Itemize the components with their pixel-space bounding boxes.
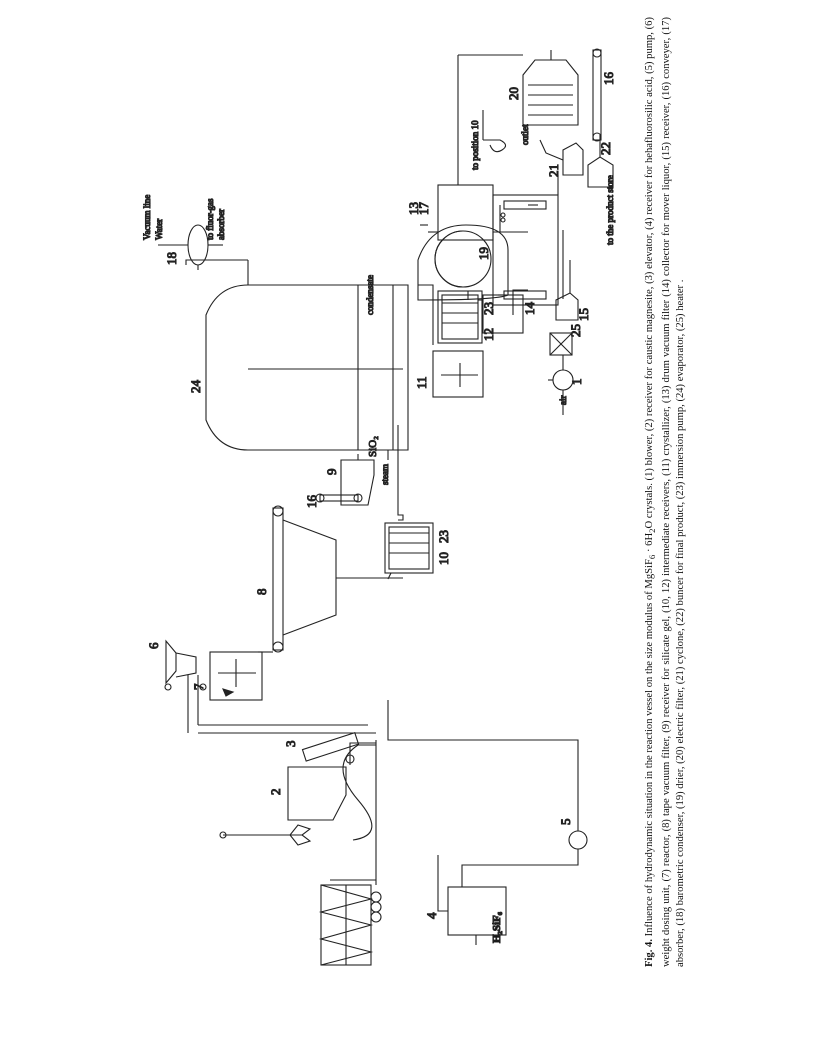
cyclone-21: [539, 139, 584, 176]
label-water: Water: [154, 219, 164, 240]
grab-crane: [219, 824, 312, 846]
intermediate-receiver-12: [437, 290, 483, 344]
caption-sub-1: 6: [647, 554, 658, 560]
evaporator-24: [185, 259, 409, 521]
conveyer-16-right: [592, 48, 602, 142]
conveyer-16-left: [315, 493, 363, 503]
electric-filter-20: [522, 50, 579, 126]
label-number-9: 9: [324, 469, 339, 476]
label-steam: steam: [380, 464, 390, 485]
intermediate-receiver-10: [384, 522, 434, 580]
figure-caption: Fig. 4. Influence of hydrodynamic situat…: [643, 17, 688, 967]
label-outlet: outlet: [520, 124, 530, 145]
label-number-24: 24: [188, 380, 203, 394]
receiver-9-silicate-gel: [340, 454, 375, 506]
caption-text-before: Influence of hydrodynamic situation in t…: [644, 559, 655, 940]
crystallizer-11: [418, 284, 484, 398]
label-number-13: 13: [406, 202, 421, 215]
label-number-21: 21: [546, 164, 561, 177]
label-number-8: 8: [254, 589, 269, 596]
receiver-4-hexafluorosilicic-acid: [437, 855, 507, 945]
label-number-19: 19: [476, 247, 491, 260]
figure-sheet: 4 5 2 3 6 7 8 10 23 9 16 24 18 11 12 23 …: [58, 5, 758, 1005]
label-to-position-10: to position 10: [470, 120, 480, 170]
label-number-3: 3: [283, 741, 298, 748]
process-flow-diagram: 4 5 2 3 6 7 8 10 23 9 16 24 18 11 12 23 …: [141, 48, 617, 966]
label-sio2: SiO₂: [367, 436, 379, 457]
process-lines: [420, 54, 559, 226]
receiver-15: [555, 230, 579, 321]
bunker-22: [587, 135, 614, 188]
elevator-3: [301, 731, 376, 765]
label-number-5: 5: [558, 819, 573, 826]
label-number-25: 25: [568, 324, 583, 337]
label-number-22: 22: [598, 142, 613, 155]
label-number-1: 1: [569, 379, 584, 386]
absorber-17: [428, 184, 538, 241]
receiver-2-caustic-magnesite: [287, 744, 376, 841]
label-number-16b: 16: [601, 72, 616, 86]
drier-19: [492, 194, 559, 306]
label-air: air: [558, 396, 568, 406]
label-number-12: 12: [481, 328, 496, 341]
reactor-7: [209, 651, 263, 701]
label-number-11: 11: [414, 376, 429, 389]
label-number-10: 10: [436, 552, 451, 565]
blower-1: [548, 355, 574, 415]
label-absorber: absorber: [216, 209, 226, 240]
label-number-14: 14: [522, 302, 537, 316]
label-h2sif6: H₂SiF₆: [491, 911, 503, 943]
label-number-23a: 23: [436, 530, 451, 543]
weight-dosing-unit-6: [164, 639, 207, 691]
caption-fig-label: Fig. 4.: [644, 939, 655, 967]
drum-vacuum-filter-13: [417, 224, 509, 301]
label-number-2: 2: [268, 789, 283, 796]
label-number-17: 17: [416, 202, 431, 216]
label-to-fluor-gas: to fluor-gas: [205, 198, 215, 240]
raw-material-storage: [318, 740, 382, 966]
caption-text-mid: · 6H: [644, 532, 655, 555]
elevator-column: [187, 675, 376, 734]
tape-vacuum-filter-8: [258, 505, 403, 653]
label-number-4: 4: [424, 912, 439, 919]
label-number-20: 20: [506, 87, 521, 100]
label-vacuum-line: Vacuum line: [142, 195, 152, 240]
label-number-6: 6: [146, 642, 161, 649]
heater-25: [549, 332, 573, 356]
caption-sub-2: 2: [647, 528, 658, 533]
label-to-product-store: to the product store: [605, 175, 615, 245]
label-number-16a: 16: [304, 495, 319, 509]
label-number-7: 7: [191, 683, 206, 690]
label-number-18: 18: [164, 252, 179, 265]
label-number-23b: 23: [481, 302, 496, 315]
label-number-15: 15: [576, 308, 591, 321]
blower-outlet: [482, 110, 507, 153]
label-condensate: condensate: [365, 275, 375, 315]
pump-5: [387, 700, 588, 887]
barometric-condenser-18: [158, 224, 223, 270]
